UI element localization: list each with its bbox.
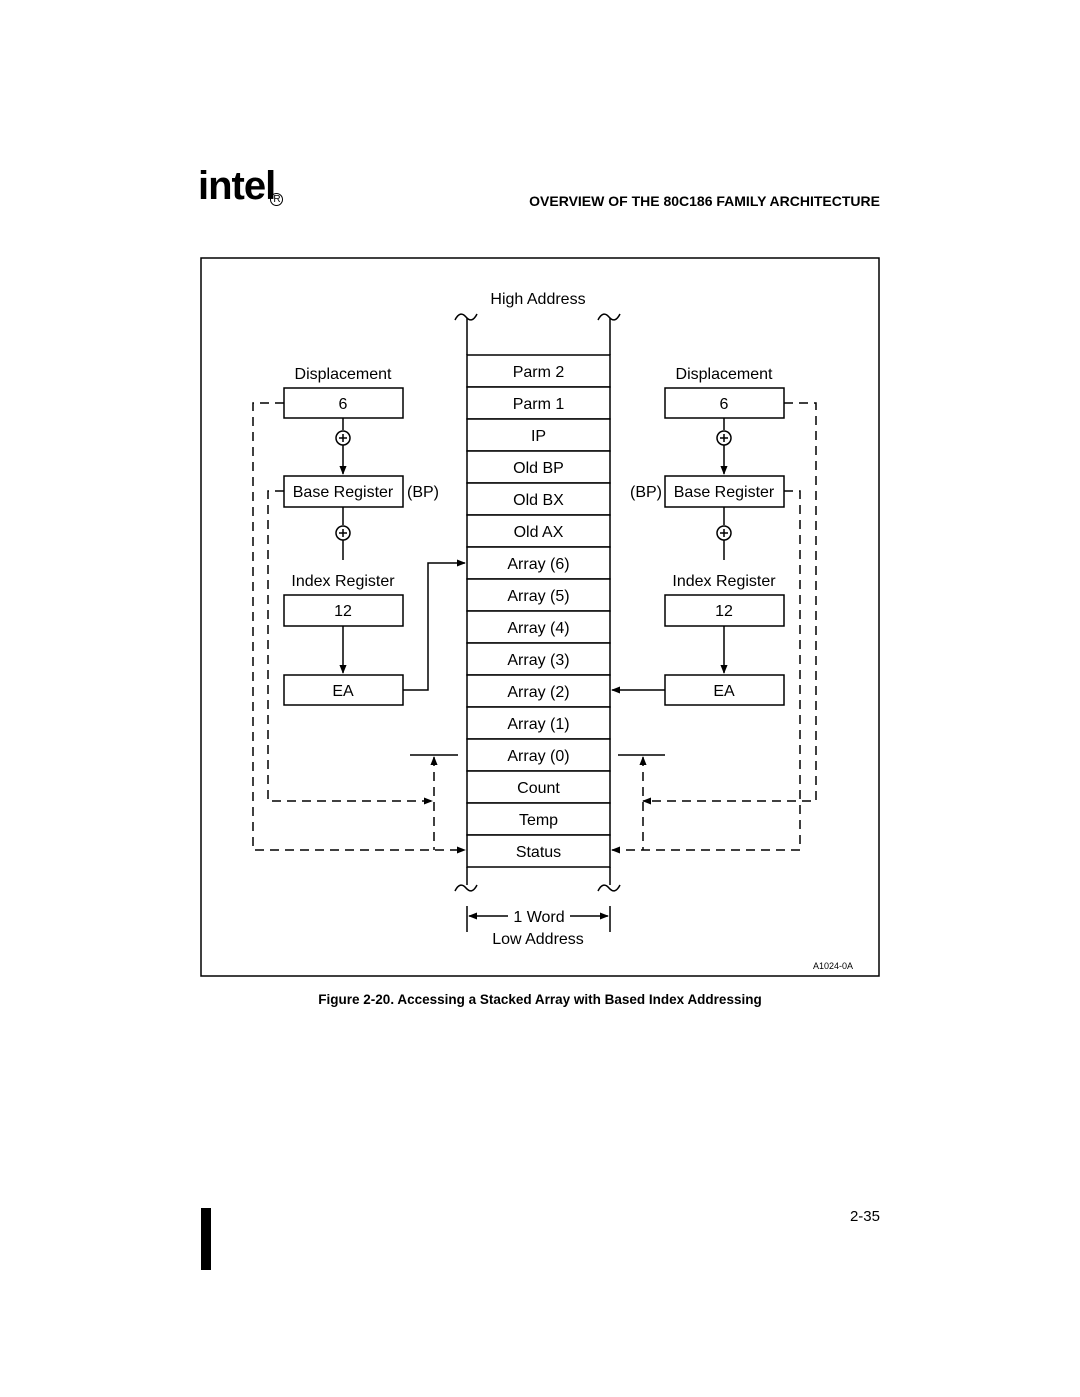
- registered-mark-icon: R: [270, 193, 283, 206]
- logo-text: intel: [198, 164, 276, 208]
- right-ea-label: EA: [713, 683, 735, 700]
- left-base-register-label: Base Register: [293, 484, 394, 501]
- stack-cell-label: Array (2): [507, 684, 569, 701]
- stack-cell-label: Array (3): [507, 652, 569, 669]
- intel-logo: intel R: [198, 164, 283, 208]
- plus-icon: [335, 430, 351, 446]
- stack-cell: [466, 610, 611, 644]
- high-address-label: High Address: [490, 291, 585, 308]
- stack-cell: [466, 450, 611, 484]
- stack-cell-label: Array (4): [507, 620, 569, 637]
- plus-icon: [716, 525, 732, 541]
- page-number: 2-35: [849, 1208, 880, 1225]
- right-index-register-label: Index Register: [672, 573, 776, 590]
- stack-cell-label: Old AX: [514, 524, 564, 541]
- stack-cell: [466, 418, 611, 452]
- figure-frame: [200, 257, 880, 977]
- left-displacement-dashed-arrow: [252, 402, 466, 854]
- stack-cell-label: Count: [517, 780, 560, 797]
- left-ea-label: EA: [332, 683, 354, 700]
- right-index-value: 12: [715, 603, 733, 620]
- left-displacement-value: 6: [339, 396, 348, 413]
- stack-cell: [466, 706, 611, 740]
- stack-cell-label: Parm 1: [513, 396, 565, 413]
- right-displacement-label: Displacement: [676, 366, 773, 383]
- break-mark-icon: [454, 884, 478, 892]
- word-label: 1 Word: [513, 909, 564, 926]
- stack-cell: [466, 578, 611, 612]
- right-displacement-dashed-arrow: [642, 402, 817, 805]
- page-header-title: OVERVIEW OF THE 80C186 FAMILY ARCHITECTU…: [529, 193, 880, 209]
- left-base-dashed-arrow: [267, 490, 433, 805]
- stack-column: Parm 2 Parm 1 IP Old BP Old BX Old AX Array (6…: [466, 354, 611, 868]
- stack-cell-label: Array (0): [507, 748, 569, 765]
- left-index-register-label: Index Register: [291, 573, 395, 590]
- stack-cell-label: Temp: [519, 812, 558, 829]
- right-base-register-label: Base Register: [674, 484, 775, 501]
- stack-cell: [466, 642, 611, 676]
- stack-cell-label: Array (1): [507, 716, 569, 733]
- right-index-register-box: [664, 594, 785, 627]
- left-ea-arrow: [403, 559, 466, 691]
- figure-caption: Figure 2-20. Accessing a Stacked Array w…: [318, 992, 762, 1007]
- stack-cell: [466, 738, 611, 772]
- stack-cell-label: IP: [531, 428, 546, 445]
- break-mark-icon: [597, 313, 621, 321]
- stack-cell: [466, 546, 611, 580]
- stack-cell-label: Status: [516, 844, 561, 861]
- left-displacement-label: Displacement: [295, 366, 392, 383]
- low-address-label: Low Address: [492, 931, 584, 948]
- left-bp-label: (BP): [407, 484, 439, 501]
- stack-cell-label: Array (6): [507, 556, 569, 573]
- change-bar: [201, 1208, 211, 1270]
- figure-code: A1024-0A: [813, 961, 853, 971]
- right-displacement-value: 6: [720, 396, 729, 413]
- right-base-dashed-arrow: [611, 490, 801, 854]
- break-mark-icon: [454, 313, 478, 321]
- plus-icon: [335, 525, 351, 541]
- left-ea-box: [283, 674, 404, 706]
- break-mark-icon: [597, 884, 621, 892]
- right-bp-label: (BP): [630, 484, 662, 501]
- stack-cell-label: Old BX: [513, 492, 564, 509]
- stack-cell: [466, 514, 611, 548]
- stack-cell: [466, 834, 611, 868]
- stack-cell-label: Parm 2: [513, 364, 565, 381]
- stack-cell-label: Old BP: [513, 460, 564, 477]
- right-ea-box: [664, 674, 785, 706]
- left-index-value: 12: [334, 603, 352, 620]
- plus-icon: [716, 430, 732, 446]
- stack-cell: [466, 482, 611, 516]
- stack-cell-label: Array (5): [507, 588, 569, 605]
- stack-cell: [466, 674, 611, 708]
